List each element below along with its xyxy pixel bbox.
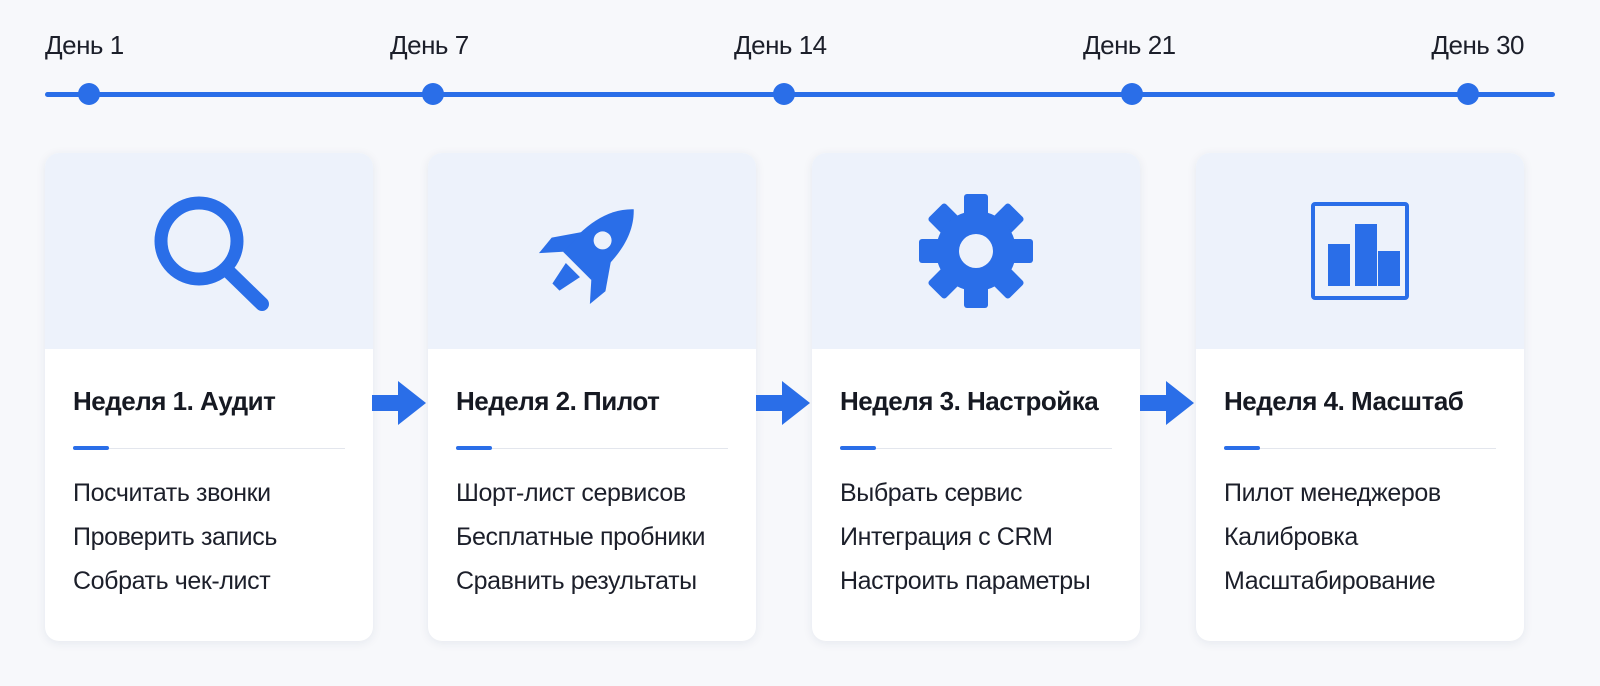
card-task-list: Выбрать сервис Интеграция с CRM Настроит…: [840, 471, 1091, 603]
arrow-right-icon: [372, 379, 428, 427]
week-card-4: Неделя 4. Масштаб Пилот менеджеров Калиб…: [1196, 153, 1524, 641]
timeline-line: [45, 92, 1555, 97]
bar-chart-icon: [1295, 186, 1425, 316]
card-task-list: Посчитать звонки Проверить запись Собрат…: [73, 471, 277, 603]
timeline-dot-1: [78, 83, 100, 105]
card-title: Неделя 4. Масштаб: [1224, 386, 1464, 416]
day-label-14: День 14: [734, 30, 827, 60]
timeline: День 1 День 7 День 14 День 21 День 30: [0, 0, 1600, 130]
card-divider-accent: [73, 446, 109, 450]
task-item: Шорт-лист сервисов: [456, 479, 686, 507]
card-divider-accent: [456, 446, 492, 450]
task-item: Выбрать сервис: [840, 479, 1023, 507]
timeline-dot-14: [773, 83, 795, 105]
card-icon-panel: [428, 153, 756, 349]
week-card-2: Неделя 2. Пилот Шорт-лист сервисов Беспл…: [428, 153, 756, 641]
task-item: Посчитать звонки: [73, 479, 271, 507]
task-item: Масштабирование: [1224, 567, 1436, 595]
day-label-1: День 1: [45, 30, 124, 60]
day-label-21: День 21: [1083, 30, 1176, 60]
task-item: Собрать чек-лист: [73, 567, 271, 595]
card-divider-accent: [1224, 446, 1260, 450]
card-divider: [1224, 448, 1496, 449]
card-title: Неделя 2. Пилот: [456, 386, 660, 416]
gear-icon: [911, 186, 1041, 316]
card-title: Неделя 3. Настройка: [840, 386, 1099, 416]
task-item: Настроить параметры: [840, 567, 1091, 595]
task-item: Пилот менеджеров: [1224, 479, 1441, 507]
timeline-dot-21: [1121, 83, 1143, 105]
card-task-list: Пилот менеджеров Калибровка Масштабирова…: [1224, 471, 1441, 603]
task-item: Сравнить результаты: [456, 567, 697, 595]
magnifier-icon: [144, 186, 274, 316]
week-card-3: Неделя 3. Настройка Выбрать сервис Интег…: [812, 153, 1140, 641]
timeline-dot-7: [422, 83, 444, 105]
arrow-right-icon: [756, 379, 812, 427]
day-label-30: День 30: [1431, 30, 1524, 60]
task-item: Калибровка: [1224, 523, 1358, 551]
card-icon-panel: [45, 153, 373, 349]
card-task-list: Шорт-лист сервисов Бесплатные пробники С…: [456, 471, 706, 603]
rocket-icon: [527, 186, 657, 316]
task-item: Бесплатные пробники: [456, 523, 706, 551]
day-label-7: День 7: [390, 30, 469, 60]
week-card-1: Неделя 1. Аудит Посчитать звонки Провери…: [45, 153, 373, 641]
card-divider-accent: [840, 446, 876, 450]
card-title: Неделя 1. Аудит: [73, 386, 276, 416]
card-divider: [456, 448, 728, 449]
task-item: Интеграция с CRM: [840, 523, 1053, 551]
timeline-dot-30: [1457, 83, 1479, 105]
card-divider: [73, 448, 345, 449]
task-item: Проверить запись: [73, 523, 277, 551]
card-icon-panel: [812, 153, 1140, 349]
arrow-right-icon: [1140, 379, 1196, 427]
card-icon-panel: [1196, 153, 1524, 349]
card-divider: [840, 448, 1112, 449]
